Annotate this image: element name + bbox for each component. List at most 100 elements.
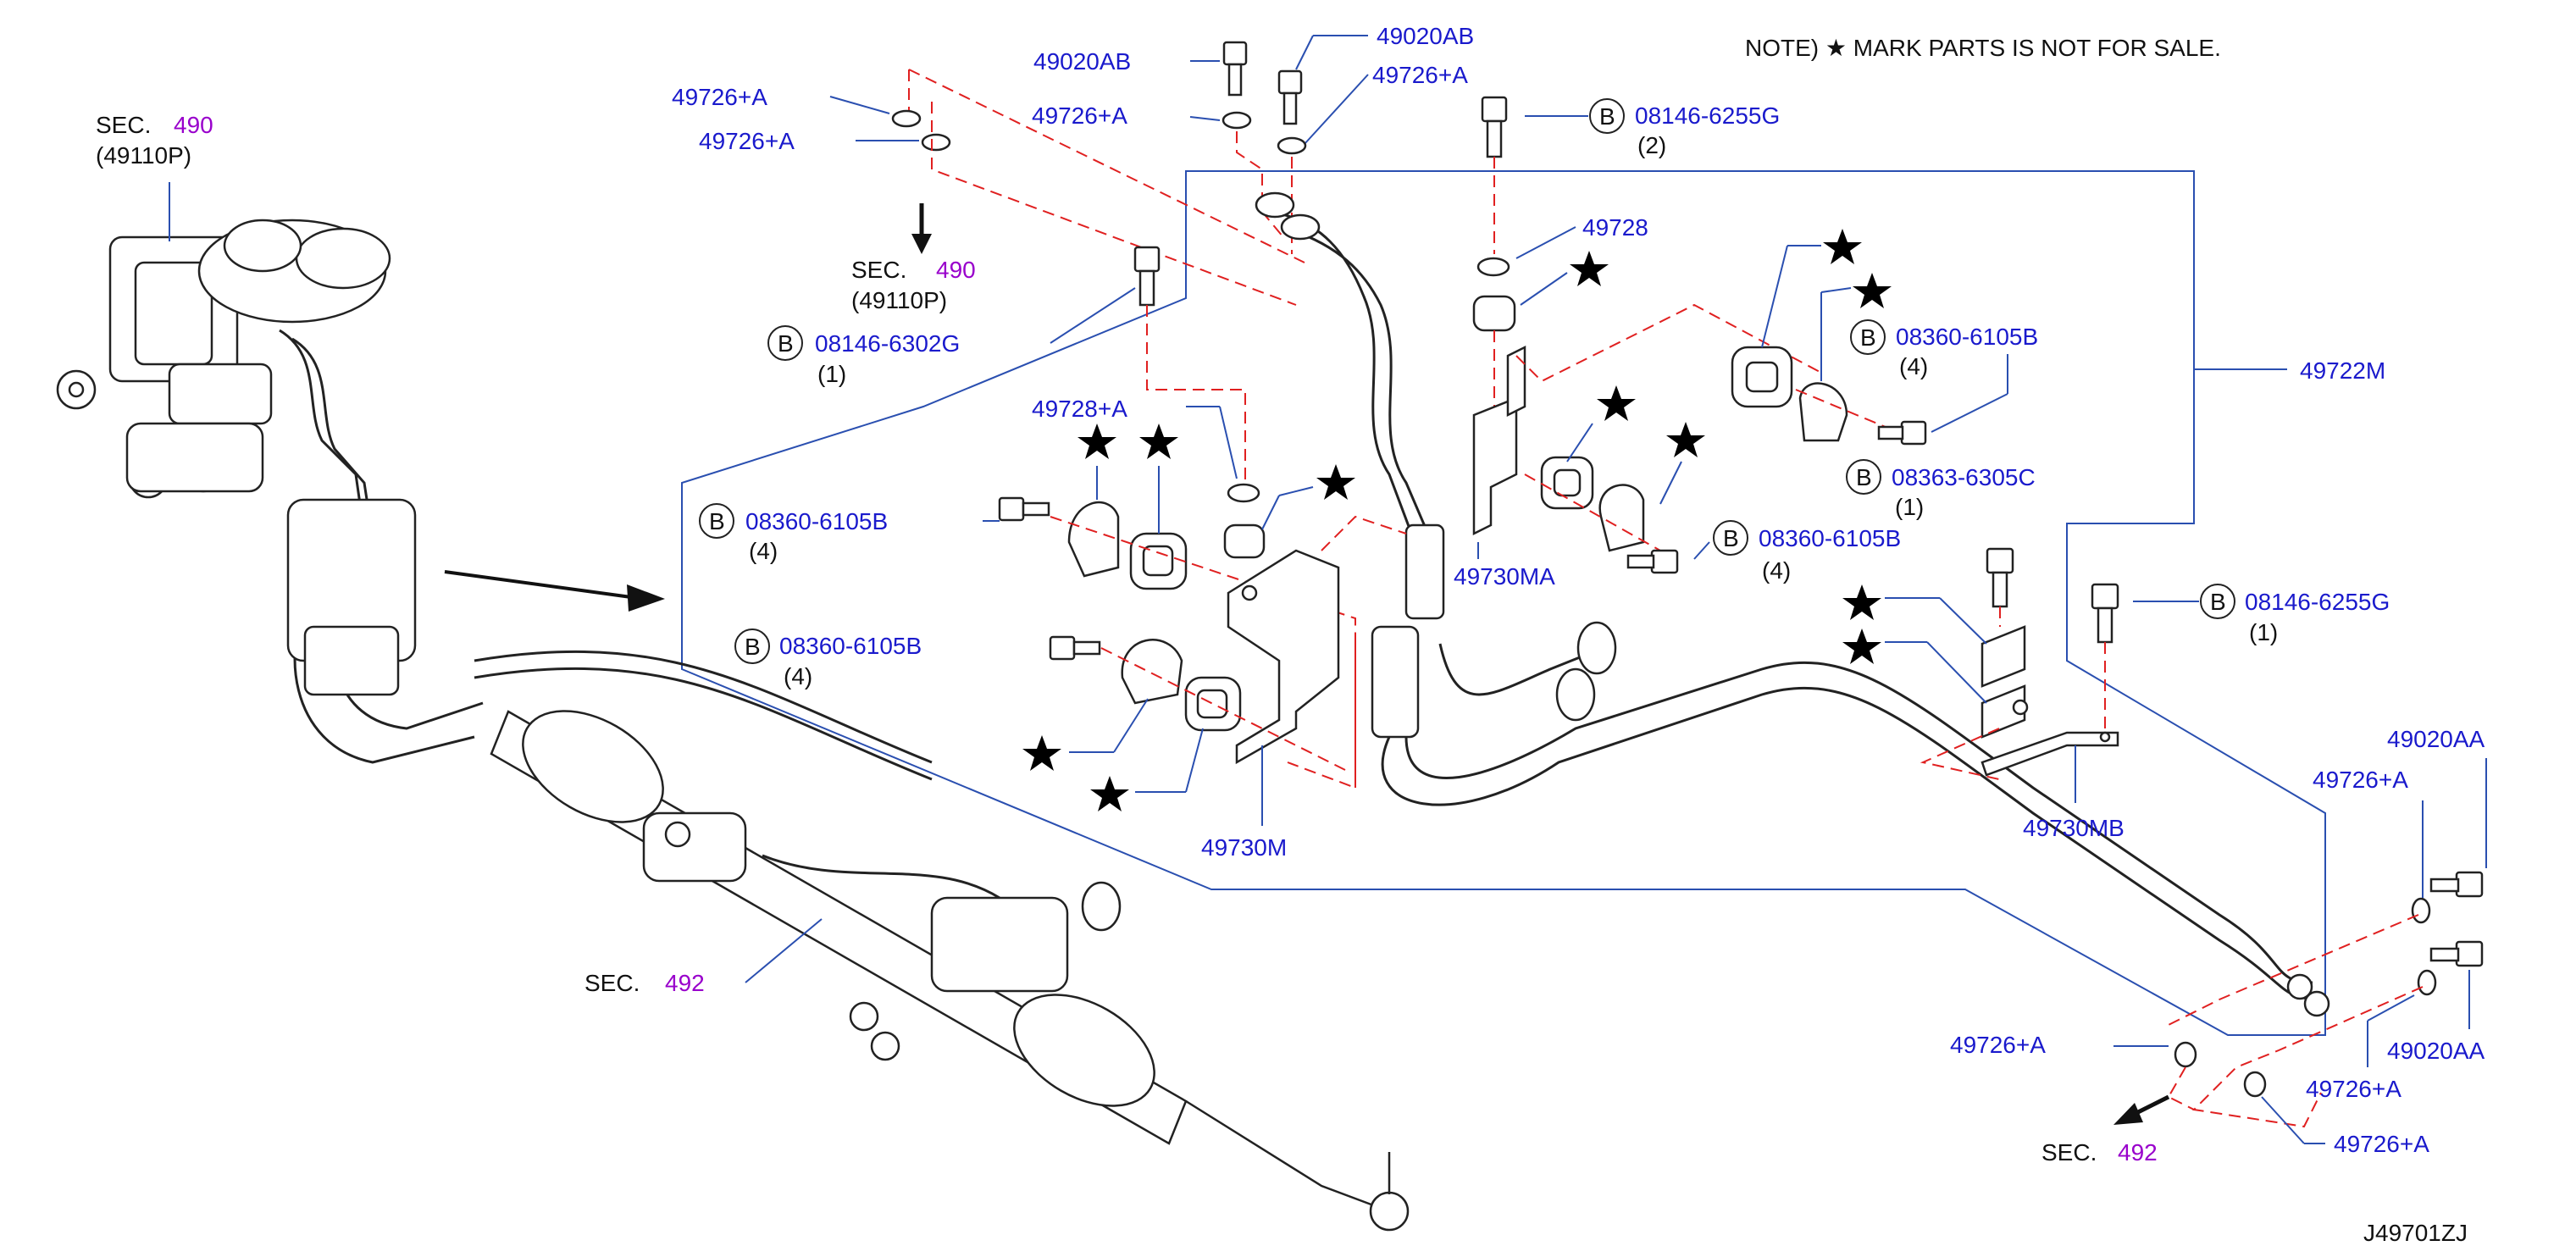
sec-mid-left-number: 490 [936, 257, 976, 283]
star-icon [1077, 424, 1116, 459]
washer-icon [891, 109, 922, 128]
clamp [1798, 382, 1848, 442]
washer-icon [1227, 483, 1260, 503]
label-08146-6255G-1: 08146-6255G [1635, 102, 1780, 129]
qty-08360-6105B-2: (4) [749, 538, 778, 564]
hose-assembly [1255, 191, 2330, 1017]
washer-icon [2417, 969, 2437, 996]
bracket-49730M [1227, 549, 1340, 765]
star-icon [1842, 584, 1881, 620]
label-49020AA-1: 49020AA [2387, 726, 2485, 752]
label-08146-6255G-2: 08146-6255G [2245, 589, 2390, 615]
washer-icon [1476, 257, 1510, 277]
bracket-49730MB [1980, 625, 2119, 777]
washer-icon [921, 133, 951, 152]
bolt-b-circle [734, 628, 770, 664]
label-08360-6105B-4: 08360-6105B [1759, 525, 1901, 551]
qty-08146-6255G-2: (1) [2249, 619, 2278, 645]
clamp-insulator [1129, 532, 1188, 590]
label-49730MB: 49730MB [2023, 815, 2125, 841]
bolt-b-letter: B [2210, 589, 2226, 615]
sec-bottom-right-number: 492 [2118, 1139, 2158, 1166]
bolt-b-letter: B [745, 634, 761, 660]
detail-arrow [444, 570, 632, 599]
bolt-icon [2429, 871, 2484, 898]
bolt-b-circle [1846, 459, 1881, 495]
star-icon [1022, 735, 1061, 771]
star-icon [1570, 251, 1609, 286]
star-icon [1090, 776, 1129, 811]
down-arrow-head [911, 234, 932, 254]
sec492-left-leader [745, 918, 823, 983]
sec-top-left-number: 490 [174, 112, 213, 138]
label-49020AB-2: 49020AB [1377, 23, 1474, 49]
bolt-icon [2429, 940, 2484, 967]
label-49728: 49728 [1582, 214, 1648, 241]
qty-08363-6305C: (1) [1895, 494, 1924, 520]
washer-icon [2243, 1071, 2267, 1098]
label-08360-6105B-3: 08360-6105B [779, 633, 922, 659]
bolt-icon [2091, 583, 2119, 644]
sec492-arrow-head [2113, 1103, 2143, 1125]
brake-master-cylinder-assembly [56, 219, 391, 594]
bolt-icon [1986, 547, 2014, 608]
grommet-icon [1223, 523, 1266, 559]
clamp [1598, 484, 1645, 552]
label-49726A-6: 49726+A [2306, 1076, 2401, 1102]
sec-top-left-prefix: SEC. [96, 112, 151, 138]
star-icon [1853, 273, 1892, 308]
bolt-icon [998, 496, 1050, 522]
label-49722M: 49722M [2300, 357, 2385, 384]
label-49726A-5: 49726+A [2313, 767, 2408, 793]
diagram-code: J49701ZJ [2363, 1220, 2468, 1246]
label-49730M: 49730M [1201, 834, 1287, 861]
qty-08360-6105B-3: (4) [784, 663, 812, 689]
bolt-b-letter: B [1599, 103, 1615, 130]
sec-bottom-left-number: 492 [665, 970, 705, 996]
detail-arrow-head [627, 584, 665, 612]
label-49726A-1: 49726+A [672, 84, 767, 110]
clamp-insulator [1731, 346, 1793, 408]
bolt-icon [1133, 246, 1161, 307]
label-49020AA-2: 49020AA [2387, 1038, 2485, 1064]
steering-gear-assembly [286, 498, 1410, 1232]
sec492-arrow [2133, 1094, 2170, 1116]
label-08360-6105B-2: 08360-6105B [745, 508, 888, 534]
bolt-b-circle [1589, 98, 1625, 134]
assembly-outline [681, 170, 2326, 1036]
qty-08360-6105B-1: (4) [1899, 353, 1928, 379]
bolt-b-letter: B [778, 330, 794, 357]
clamp [1067, 501, 1120, 578]
label-49726A-4: 49726+A [1032, 102, 1127, 129]
bolt-icon [1626, 549, 1679, 574]
qty-08146-6255G-1: (2) [1637, 132, 1666, 158]
note-text: NOTE) ★ MARK PARTS IS NOT FOR SALE. [1745, 35, 2221, 61]
star-icon [1666, 422, 1705, 457]
clamp-insulator [1184, 676, 1242, 732]
clamp-insulator [1540, 456, 1594, 510]
star-icon [1842, 628, 1881, 664]
grommet-icon [1472, 295, 1516, 332]
sec-top-left-sub: (49110P) [96, 142, 191, 169]
label-49728A: 49728+A [1032, 396, 1127, 422]
label-49020AB-1: 49020AB [1033, 48, 1131, 75]
clamp [1121, 639, 1183, 705]
washer-icon [1277, 136, 1307, 155]
label-49726A-7: 49726+A [1950, 1032, 2046, 1058]
bolt-icon [1222, 41, 1248, 97]
label-49726A-2: 49726+A [699, 128, 795, 154]
label-08360-6105B-1: 08360-6105B [1896, 324, 2038, 350]
sec-mid-left-prefix: SEC. [851, 257, 906, 283]
bolt-b-letter: B [1856, 464, 1872, 490]
bolt-icon [1877, 420, 1927, 446]
qty-08360-6105B-4: (4) [1762, 557, 1791, 584]
bolt-icon [1277, 69, 1303, 125]
washer-icon [2411, 897, 2431, 924]
washer-icon [1222, 111, 1252, 130]
washer-icon [2174, 1041, 2197, 1068]
label-08363-6305C: 08363-6305C [1892, 464, 2036, 490]
star-icon [1139, 424, 1178, 459]
sec-mid-left-sub: (49110P) [851, 287, 947, 313]
bolt-b-circle [2200, 584, 2235, 619]
